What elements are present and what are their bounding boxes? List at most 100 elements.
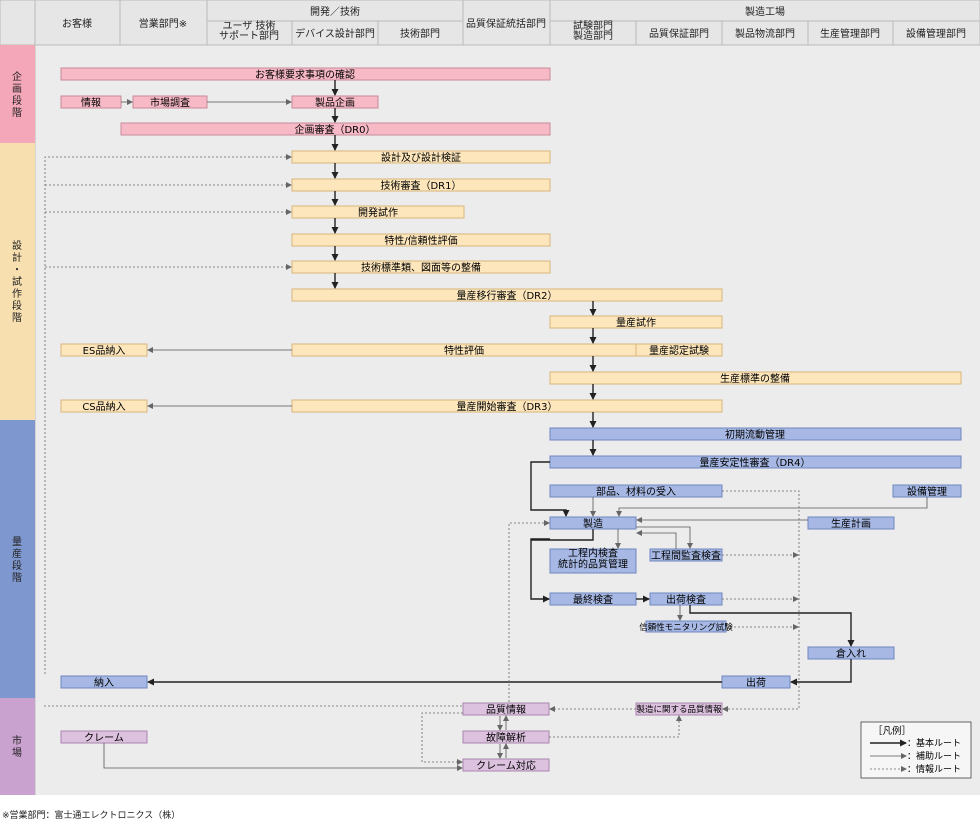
label-info: 情報 [81, 96, 101, 109]
header-qa-general: 品質保証統括部門 [466, 17, 546, 30]
info-qinfo-loop [421, 712, 463, 765]
box-claim-response [462, 758, 550, 772]
box-prod-standards [549, 371, 962, 385]
process-boxes: お客様要求事項の確認 情報 市場調査 製品企画 企画審査（DR0） 設計及び設計… [60, 67, 962, 772]
label-inprocess-inspection: 工程内検査統計的品質管理 [558, 547, 628, 571]
header-device-design: デバイス設計部門 [295, 27, 375, 40]
info-customer-to-design [44, 154, 292, 674]
header-dev-group: 開発／技術 [310, 5, 360, 18]
label-claim: クレーム [84, 732, 124, 744]
label-prod-standards: 生産標準の整備 [720, 372, 790, 385]
info-analysis-to-mfgq [549, 715, 682, 738]
arrow-warehouse-to-ship [790, 659, 852, 686]
label-delivery: 納入 [94, 676, 114, 689]
header-tech: 技術部門 [400, 27, 440, 40]
label-mfg-quality-info: 製造に関する品質情報 [636, 704, 722, 715]
box-production-plan [807, 516, 895, 530]
box-initial-flow [549, 427, 962, 441]
header-user-support: ユーザ 技術サポート部門 [219, 19, 279, 42]
box-dr1 [291, 178, 551, 192]
legend: ［凡例］ ：基本ルート ：補助ルート ：情報ルート [860, 721, 972, 779]
header-factory-group: 製造工場 [745, 5, 785, 18]
basic-routes [147, 80, 855, 686]
header-test-mfg: 試験部門製造部門 [573, 19, 613, 42]
label-parts-receiving: 部品、材料の受入 [596, 485, 676, 498]
footnote: ※営業部門：富士通エレクトロニクス（株） [2, 809, 180, 821]
arrow-mfg-to-audit [636, 526, 693, 549]
arrow-dr4-to-mfg [530, 461, 570, 517]
header-equip-mgmt: 設備管理部門 [906, 27, 966, 40]
label-dr3: 量産開始審査（DR3） [456, 400, 557, 413]
label-product-plan: 製品企画 [315, 96, 355, 109]
label-initial-flow: 初期流動管理 [725, 428, 785, 441]
legend-info: ：情報ルート [907, 763, 961, 775]
phase-bands [0, 45, 35, 795]
label-reliability-eval: 特性/信頼性評価 [384, 234, 457, 247]
box-reliability-eval [291, 233, 551, 247]
label-failure-analysis: 故障解析 [486, 731, 526, 744]
header-qa: 品質保証部門 [649, 27, 709, 40]
label-dr2: 量産移行審査（DR2） [456, 289, 557, 302]
header-prod-mgmt: 生産管理部門 [820, 27, 880, 40]
label-cs-delivery: CS品納入 [82, 400, 125, 413]
label-mass-proto: 量産試作 [616, 316, 656, 329]
label-reliability-monitor: 信頼性モニタリング試験 [639, 622, 733, 633]
info-parts-to-mfgq [722, 490, 800, 712]
box-design-verify [291, 150, 551, 164]
label-es-delivery: ES品納入 [83, 344, 126, 357]
arrow-equip-to-mfg [616, 497, 928, 517]
phase-label-mass: 量産段階 [12, 536, 22, 584]
label-mass-cert-test: 量産認定試験 [649, 344, 709, 357]
label-final-inspection: 最終検査 [573, 593, 613, 606]
legend-title: ［凡例］ [873, 725, 911, 737]
info-qinfo-to-mfg [508, 520, 550, 702]
phase-labels: 企画段階 設計・試作段階 量産段階 市場 [12, 70, 22, 759]
phase-band-mass [0, 420, 35, 698]
label-market-research: 市場調査 [150, 96, 190, 109]
info-routes [44, 154, 800, 765]
label-standards: 技術標準類、図面等の整備 [361, 261, 481, 274]
diagram-body [35, 45, 980, 795]
box-mass-proto [549, 315, 723, 329]
label-dr0: 企画審査（DR0） [294, 123, 375, 136]
box-req-confirm [60, 67, 551, 81]
label-dr4: 量産安定性審査（DR4） [699, 456, 810, 469]
box-dev-proto [291, 205, 465, 219]
box-dr2 [291, 288, 723, 302]
box-inprocess-inspection [549, 548, 637, 574]
label-shipping: 出荷 [746, 676, 766, 689]
label-dev-proto: 開発試作 [358, 206, 398, 219]
header-logistics: 製品物流部門 [735, 27, 795, 40]
label-char-eval: 特性評価 [444, 344, 484, 357]
label-req-confirm: お客様要求事項の確認 [255, 68, 355, 81]
arrow-shipinsp-to-warehouse [689, 605, 855, 647]
header-sales: 営業部門※ [139, 17, 187, 30]
label-equipment-mgmt: 設備管理 [907, 485, 947, 498]
arrow-claim-to-response [103, 743, 463, 771]
label-production-plan: 生産計画 [831, 517, 871, 530]
phase-label-planning: 企画段階 [12, 70, 22, 119]
header-customer: お客様 [62, 17, 92, 30]
label-manufacturing: 製造 [583, 517, 603, 530]
auxiliary-routes [103, 99, 928, 771]
header-labels: お客様 営業部門※ 開発／技術 ユーザ 技術サポート部門 デバイス設計部門 技術… [62, 5, 966, 42]
phase-label-market: 市場 [12, 734, 22, 759]
arrow-mfg-to-final [530, 538, 550, 603]
label-quality-info: 品質情報 [486, 703, 526, 716]
box-standards [291, 260, 551, 274]
legend-basic: ：基本ルート [907, 737, 961, 749]
label-claim-response: クレーム対応 [476, 759, 536, 772]
phase-band-planning [0, 45, 35, 143]
legend-auxiliary: ：補助ルート [907, 750, 961, 762]
phase-band-market [0, 698, 35, 795]
label-warehousing: 倉入れ [836, 647, 866, 660]
box-reliability-monitor [645, 620, 727, 633]
arrow-audit-to-mfg [636, 530, 677, 549]
phase-label-design: 設計・試作段階 [12, 239, 22, 324]
box-mass-cert-test [635, 343, 723, 357]
label-dr1: 技術審査（DR1） [380, 179, 461, 192]
label-design-verify: 設計及び設計検証 [381, 151, 461, 164]
phase-band-design [0, 143, 35, 420]
label-shipping-inspection: 出荷検査 [666, 593, 706, 606]
